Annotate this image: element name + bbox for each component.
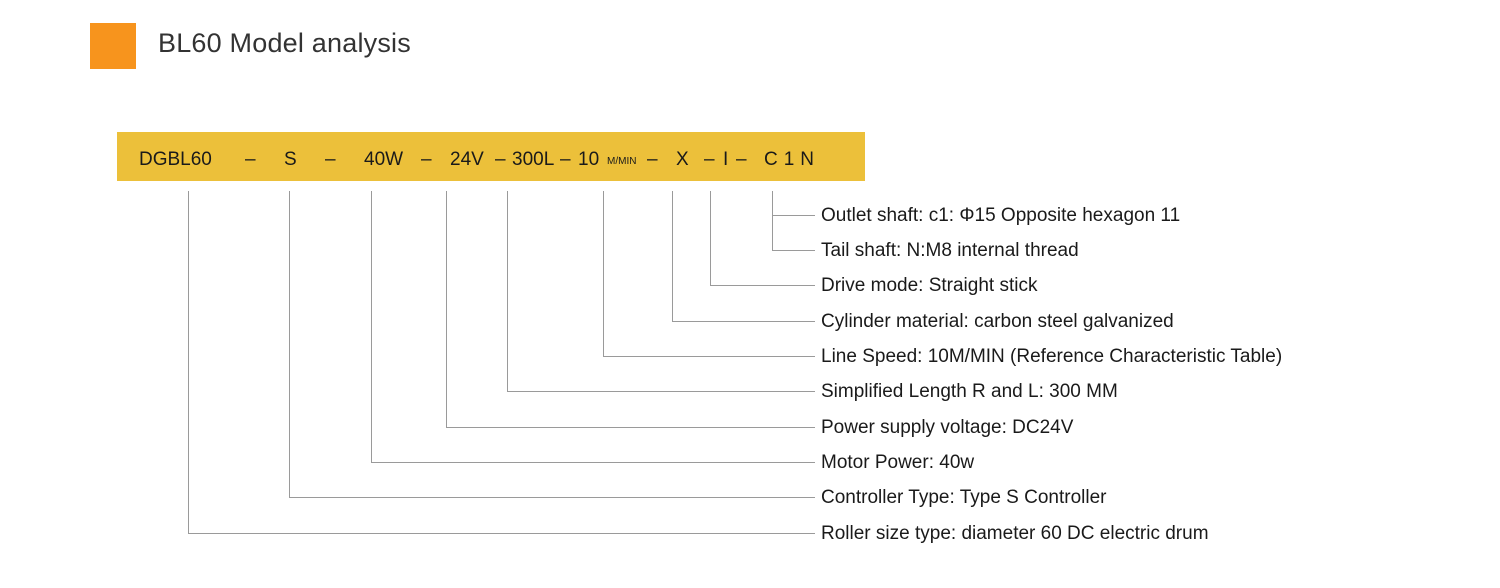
model-code-bar	[117, 132, 865, 181]
code-segment-dash: –	[421, 149, 432, 170]
label-voltage: Power supply voltage: DC24V	[821, 417, 1074, 438]
code-segment-dash: –	[704, 149, 715, 170]
leader-line-motor-power	[371, 191, 815, 463]
leader-line-outlet-shaft	[772, 191, 815, 216]
code-segment-dash: –	[245, 149, 256, 170]
label-length: Simplified Length R and L: 300 MM	[821, 381, 1118, 402]
code-segment-dash: –	[647, 149, 658, 170]
leader-line-length	[507, 191, 815, 392]
label-motor-power: Motor Power: 40w	[821, 452, 975, 473]
code-segment-voltage: 24V	[450, 149, 484, 170]
code-segment-length: 300L	[512, 149, 555, 170]
code-segment-speed-unit: M/MIN	[607, 156, 637, 167]
leader-line-cylinder-material	[672, 191, 815, 322]
code-segment-shaft: C1N	[764, 149, 821, 170]
page-title: BL60 Model analysis	[158, 28, 411, 58]
code-segment-dash: –	[495, 149, 506, 170]
label-tail-shaft: Tail shaft: N:M8 internal thread	[821, 240, 1079, 261]
code-segment-dash: –	[560, 149, 571, 170]
leader-line-controller	[289, 191, 815, 498]
label-roller-size: Roller size type: diameter 60 DC electri…	[821, 523, 1209, 544]
code-segment-power: 40W	[364, 149, 404, 170]
label-outlet-shaft: Outlet shaft: c1: Φ15 Opposite hexagon 1…	[821, 205, 1181, 226]
code-segment-material: X	[676, 149, 689, 170]
code-segment-dash: –	[736, 149, 747, 170]
leader-line-tail-shaft	[772, 215, 815, 251]
code-segment-dash: –	[325, 149, 336, 170]
title-accent-square	[90, 23, 136, 69]
label-line-speed: Line Speed: 10M/MIN (Reference Character…	[821, 346, 1283, 367]
label-cylinder-material: Cylinder material: carbon steel galvaniz…	[821, 311, 1174, 332]
code-segment-drive: I	[723, 149, 729, 170]
leader-line-voltage	[446, 191, 815, 428]
code-segment-speed: 10	[578, 149, 600, 170]
leader-line-drive-mode	[710, 191, 815, 286]
label-controller-type: Controller Type: Type S Controller	[821, 487, 1107, 508]
code-segment-prefix: DGBL60	[139, 149, 212, 170]
code-segment-controller: S	[284, 149, 297, 170]
label-drive-mode: Drive mode: Straight stick	[821, 275, 1038, 296]
leader-line-line-speed	[603, 191, 815, 357]
leader-line-roller-size	[188, 191, 815, 534]
